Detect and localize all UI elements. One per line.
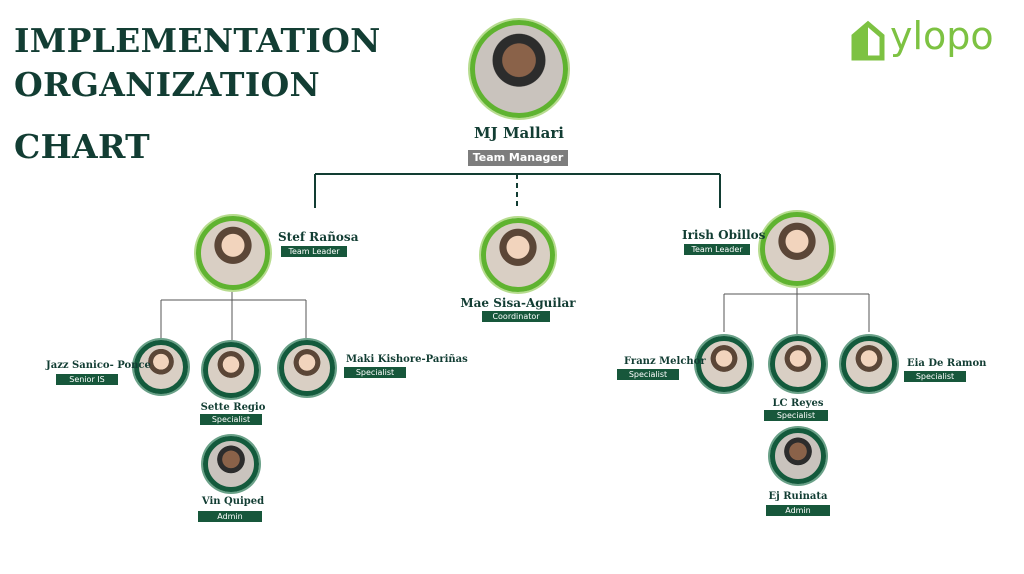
- chart-title-line-1: IMPLEMENTATION: [14, 21, 381, 60]
- name-mj-mallari: MJ Mallari: [474, 124, 564, 142]
- role-jazz-sanico-ponce: Senior IS: [56, 374, 118, 385]
- role-sette-regio: Specialist: [200, 414, 262, 425]
- name-ej-ruinata: Ej Ruinata: [768, 491, 828, 502]
- name-stef-ranosa: Stef Rañosa: [278, 230, 359, 244]
- avatar-vin-quiped: [203, 436, 259, 492]
- name-mae-sisa-aguilar: Mae Sisa-Aguilar: [460, 296, 576, 310]
- chart-title-line-3: CHART: [14, 127, 150, 166]
- name-eia-de-ramon: Eia De Ramon: [907, 358, 987, 369]
- avatar-sette-regio: [203, 342, 259, 398]
- avatar-maki-kishore-parinas: [279, 340, 335, 396]
- avatar-stef-ranosa: [196, 216, 270, 290]
- name-jazz-sanico-ponce: Jazz Sanico- Ponce: [46, 360, 151, 371]
- house-icon: [851, 20, 885, 61]
- role-irish-obillos: Team Leader: [684, 244, 750, 255]
- name-irish-obillos: Irish Obillos: [682, 228, 766, 242]
- role-lc-reyes: Specialist: [764, 410, 828, 421]
- avatar-franz-melchor: [696, 336, 752, 392]
- role-mae-sisa-aguilar: Coordinator: [482, 311, 550, 322]
- name-vin-quiped: Vin Quiped: [201, 496, 265, 507]
- role-franz-melchor: Specialist: [617, 369, 679, 380]
- ylopo-logo: ylopo: [850, 14, 1010, 64]
- avatar-eia-de-ramon: [841, 336, 897, 392]
- avatar-irish-obillos: [760, 212, 834, 286]
- avatar-lc-reyes: [770, 336, 826, 392]
- role-eia-de-ramon: Specialist: [904, 371, 966, 382]
- avatar-jazz-sanico-ponce: [134, 340, 188, 394]
- role-ej-ruinata: Admin: [766, 505, 830, 516]
- logo-text: ylopo: [890, 14, 994, 58]
- avatar-mae-sisa-aguilar: [481, 218, 555, 292]
- name-franz-melchor: Franz Melchor: [624, 356, 706, 367]
- role-vin-quiped: Admin: [198, 511, 262, 522]
- role-team-manager: Team Manager: [468, 150, 568, 166]
- avatar-ej-ruinata: [770, 428, 826, 484]
- name-sette-regio: Sette Regio: [200, 402, 266, 413]
- name-maki-kishore-parinas: Maki Kishore-Pariñas: [346, 354, 468, 365]
- name-lc-reyes: LC Reyes: [772, 398, 824, 409]
- chart-title-line-2: ORGANIZATION: [14, 65, 320, 104]
- avatar-mj-mallari: [470, 20, 568, 118]
- role-stef-ranosa: Team Leader: [281, 246, 347, 257]
- role-maki-kishore-parinas: Specialist: [344, 367, 406, 378]
